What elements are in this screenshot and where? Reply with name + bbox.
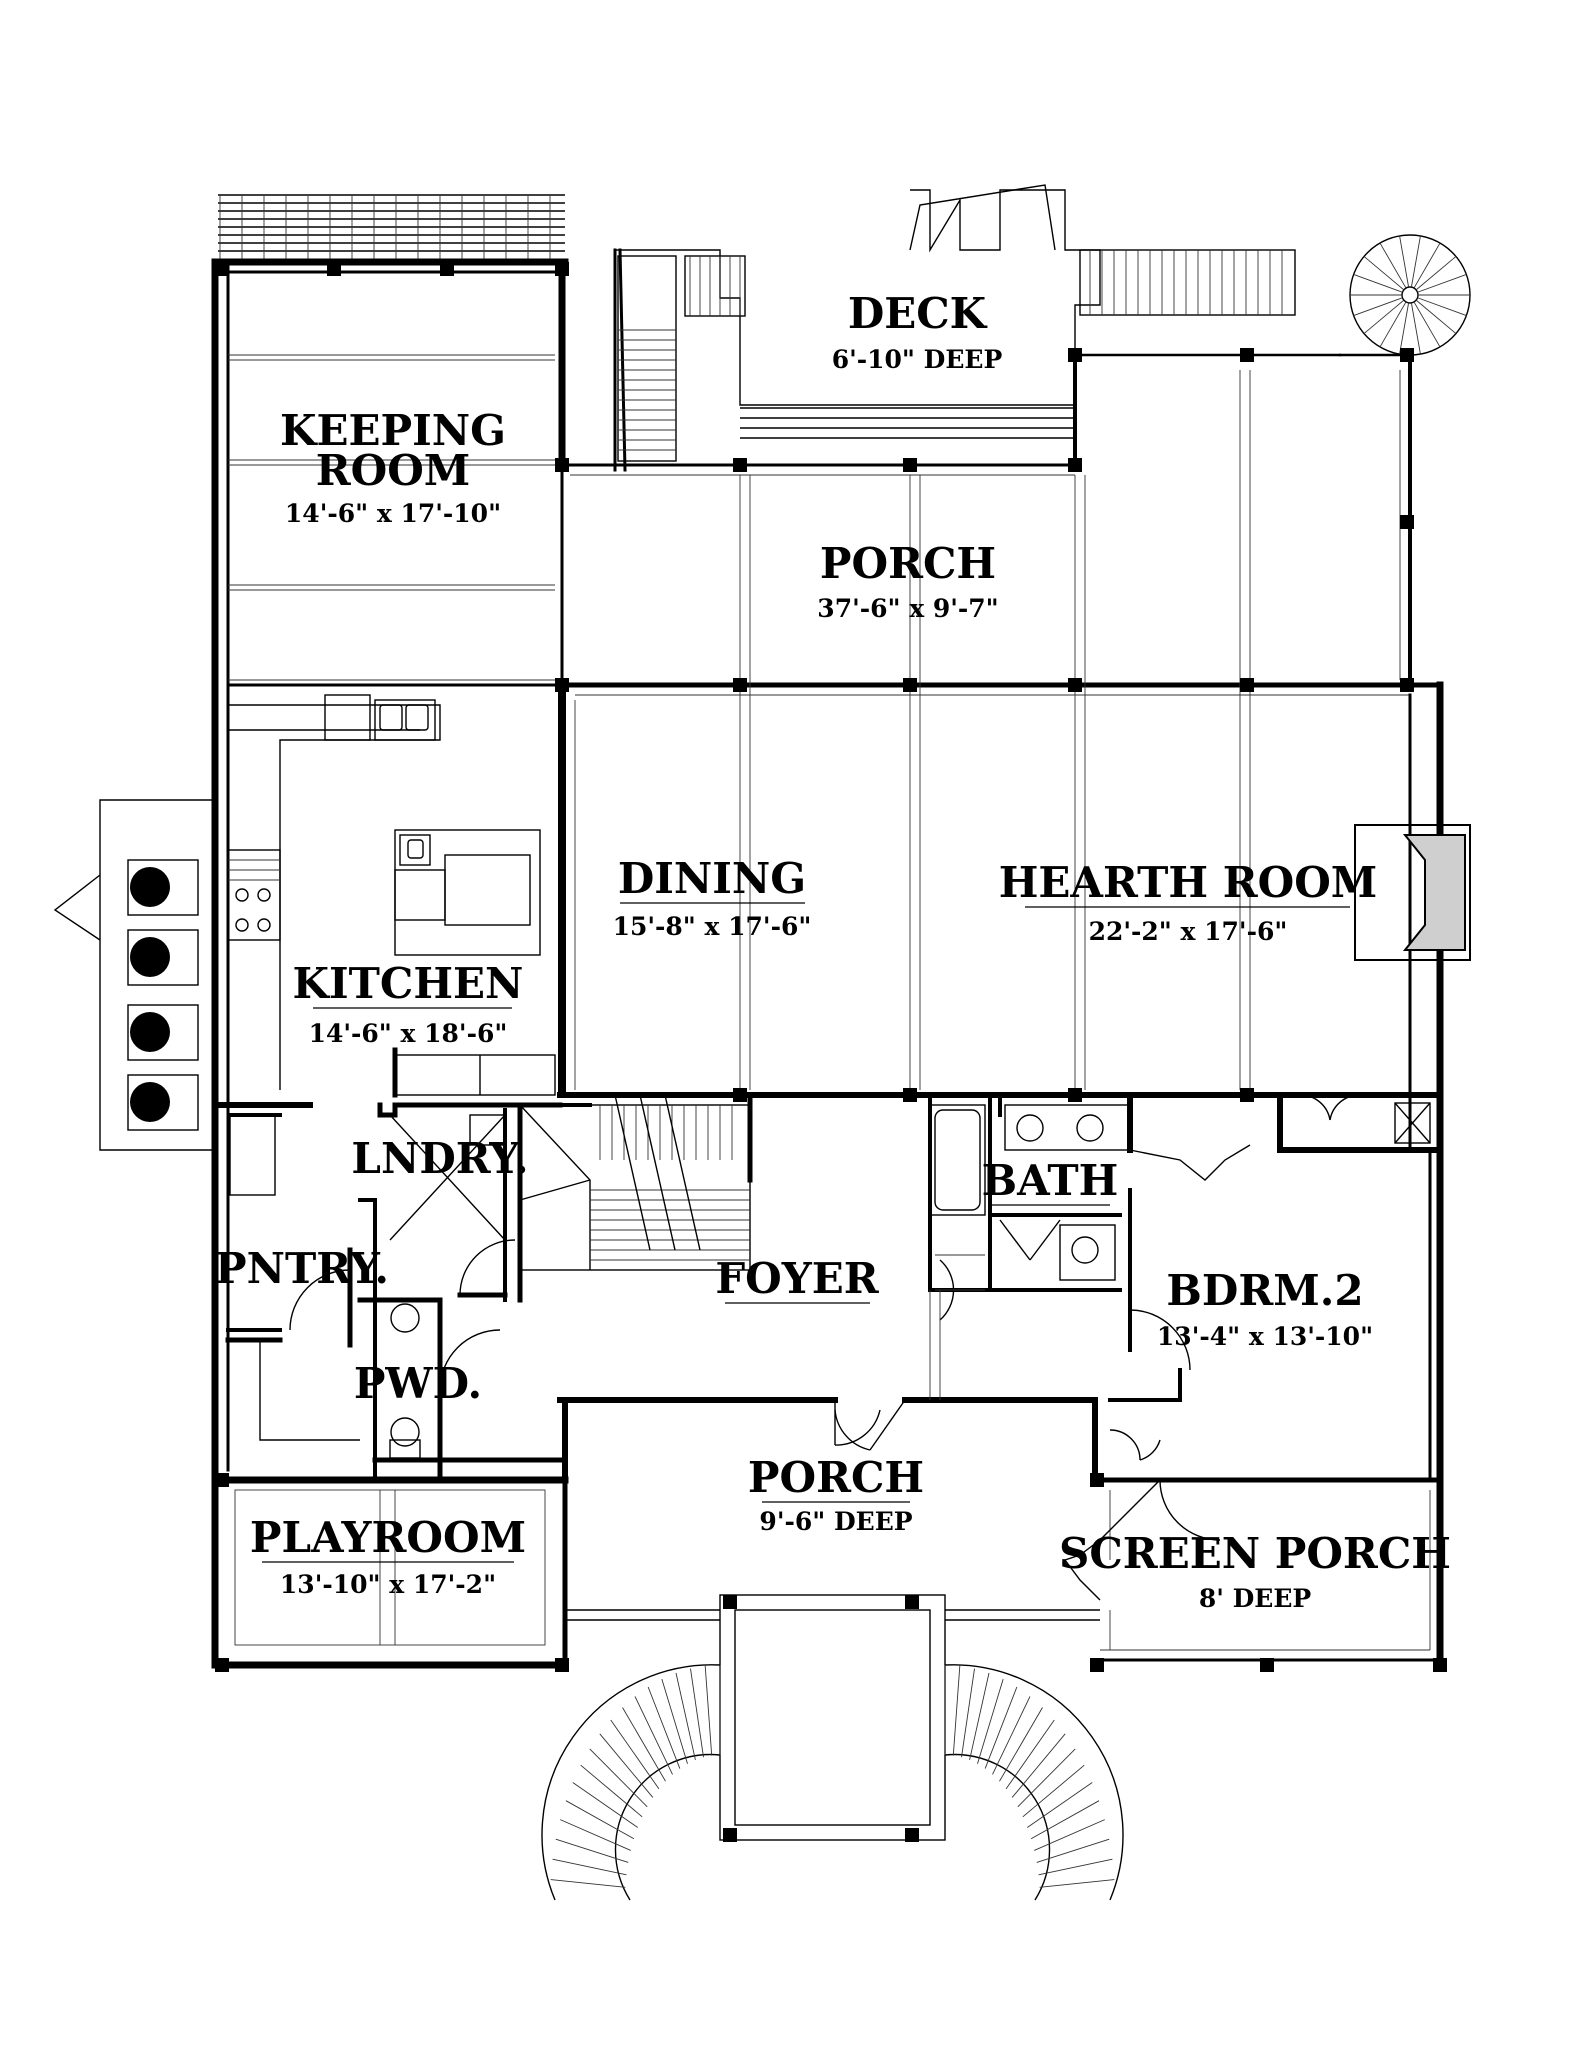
bath-name: BATH: [982, 1156, 1119, 1205]
front-steps: [541, 1594, 1124, 1901]
bedroom-2-name: BDRM.2: [1166, 1266, 1363, 1315]
playroom-dim: 13'-10" x 17'-2": [280, 1570, 496, 1599]
deck-name: DECK: [848, 289, 988, 338]
deck-dim: 6'-10" DEEP: [832, 345, 1003, 374]
kitchen-name: KITCHEN: [293, 959, 524, 1008]
porch-rear-dim: 37'-6" x 9'-7": [817, 594, 998, 623]
laundry-name: LNDRY.: [351, 1134, 528, 1183]
posts: [215, 262, 1447, 1842]
room-labels: DECK 6'-10" DEEP KEEPING ROOM 14'-6" x 1…: [215, 289, 1451, 1613]
interior-walls: [53, 370, 1361, 1601]
pantry-name: PNTRY.: [215, 1244, 389, 1293]
keeping-room-name2: ROOM: [316, 446, 471, 495]
kitchen-dim: 14'-6" x 18'-6": [309, 1019, 508, 1048]
screen-porch-name: SCREEN PORCH: [1059, 1529, 1451, 1578]
porch-front-name: PORCH: [748, 1453, 924, 1502]
dining-name: DINING: [618, 854, 806, 903]
porch-rear-name: PORCH: [820, 539, 996, 588]
hearth-room-dim: 22'-2" x 17'-6": [1089, 917, 1288, 946]
foyer-name: FOYER: [715, 1254, 879, 1303]
hearth-room-name: HEARTH ROOM: [999, 858, 1378, 907]
screen-porch-dim: 8' DEEP: [1199, 1584, 1312, 1613]
bedroom-2-dim: 13'-4" x 13'-10": [1157, 1322, 1373, 1351]
porch-front-dim: 9'-6" DEEP: [759, 1507, 912, 1536]
deck-structure: [613, 184, 1471, 472]
keeping-room-name: KEEPING: [280, 406, 506, 455]
keeping-room-dim: 14'-6" x 17'-10": [285, 499, 501, 528]
powder-name: PWD.: [354, 1359, 482, 1408]
playroom-name: PLAYROOM: [250, 1513, 526, 1562]
dining-dim: 15'-8" x 17'-6": [613, 912, 812, 941]
trellis: [218, 194, 565, 262]
